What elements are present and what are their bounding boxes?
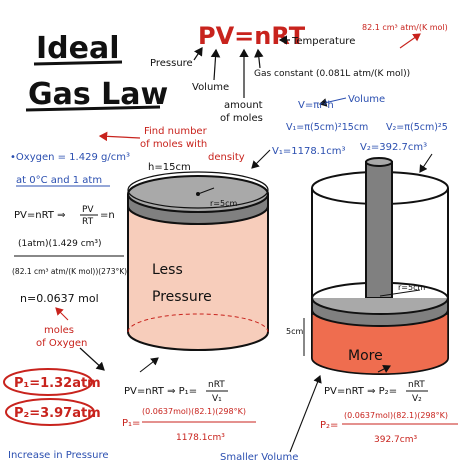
arrow-pressure (193, 47, 203, 61)
find-moles-note: Find number of moles with density (98, 126, 245, 163)
v1-eq: V₁=π(5cm)²15cm (286, 122, 368, 133)
cyl-left-center (196, 192, 200, 196)
answer-p1-outline (3, 368, 93, 396)
p1-frac-den: V₁ (212, 394, 222, 404)
p2-frac-num: nRT (408, 380, 425, 390)
answer-p1: P₁=1.32atm (14, 376, 101, 391)
cyl-left-body (127, 197, 269, 351)
p1-sub-den: 1178.1cm³ (176, 433, 225, 443)
label-temperature-red: 82.1 cm³ atm/(K mol) (362, 23, 448, 32)
smaller-volume: Smaller Volume (220, 452, 298, 463)
volume-block: Volume V=πr²h V₁=π(5cm)²15cm V₂=π(5cm)²5… (251, 94, 448, 173)
arrow-moles-note (55, 307, 69, 321)
label-amount-1: amount (224, 100, 263, 111)
answer-p2-outline (5, 398, 95, 426)
moles-eq1-den: RT (82, 217, 94, 227)
p1-sub-num: (0.0637mol)(82.1)(298°K) (142, 407, 246, 416)
equation-main: PV=nRT (198, 22, 306, 50)
arrow-volume-label (318, 97, 347, 107)
arrow-find-moles (98, 131, 141, 142)
moles-note-2: of Oxygen (36, 338, 87, 349)
answer-p2: P₂=3.97atm (14, 406, 101, 421)
arrow-to-p2 (377, 365, 391, 373)
cyl-left-label-2: Pressure (152, 289, 212, 305)
moles-eq1-tail: =n (100, 210, 115, 221)
moles-eq1-num: PV (82, 205, 94, 215)
find-moles-line2: of moles with (140, 139, 207, 150)
title-underline-1 (33, 60, 123, 66)
p2-eq: PV=nRT ⇒ P₂= (324, 386, 397, 397)
p1-eq: PV=nRT ⇒ P₁= (124, 386, 197, 397)
label-pressure: Pressure (150, 58, 193, 69)
v-formula: V=πr²h (298, 100, 334, 111)
cyl-right-radius: r=5cm (398, 283, 425, 292)
arrow-temperature-red (399, 33, 421, 49)
p1-calculation: PV=nRT ⇒ P₁= nRT V₁ (0.0637mol)(82.1)(29… (122, 357, 256, 443)
title-line1: Ideal (36, 31, 120, 66)
label-temperature: Temperature (291, 36, 355, 47)
v2-result: V₂=392.7cm³ (360, 142, 427, 153)
title-underline-2 (25, 105, 161, 112)
label-volume: Volume (192, 82, 229, 93)
find-moles-line3: density (208, 152, 245, 163)
cyl-right-height: 5cm (286, 327, 303, 336)
arrow-volume (210, 48, 221, 81)
p1-frac-num: nRT (208, 380, 225, 390)
title: Ideal Gas Law (25, 31, 168, 112)
cyl-right-radius-line (379, 289, 421, 297)
arrow-gas-constant (254, 48, 264, 69)
p2-calculation: PV=nRT ⇒ P₂= nRT V₂ (0.0637mol)(82.1)(29… (320, 365, 458, 445)
moles-eq1: PV=nRT ⇒ (14, 210, 65, 221)
cyl-right-label: More (348, 348, 383, 364)
cyl-left-outline-top (127, 171, 269, 209)
arrow-to-answers (79, 347, 105, 371)
arrow-v2 (419, 153, 433, 173)
cyl-right-gas (311, 313, 449, 375)
arrow-to-p1 (139, 357, 159, 373)
smaller-volume-note: Smaller Volume (220, 374, 322, 463)
equation-area: PV=nRT Pressure Volume amount of moles G… (150, 22, 448, 124)
increase-pressure: Increase in Pressure (8, 450, 109, 461)
p1-sub-p: P₁= (122, 418, 140, 429)
cyl-right-piston-top-back (311, 282, 449, 299)
p2-sub-num: (0.0637mol)(82.1)(298°K) (344, 411, 448, 420)
p2-sub-den: 392.7cm³ (374, 435, 417, 445)
cyl-right-rod-top (365, 157, 393, 167)
moles-calculation: PV=nRT ⇒ PV RT =n (1atm)(1.429 cm³) (82.… (12, 205, 127, 371)
cylinder-right: r=5cm 5cm More (286, 157, 449, 375)
label-gas-constant: Gas constant (0.081L atm/(K mol)) (254, 69, 410, 79)
v1-result: V₁=1178.1cm³ (272, 146, 345, 157)
label-amount-2: of moles (220, 113, 263, 124)
p2-sub-p: P₂= (320, 420, 338, 431)
moles-note-1: moles (44, 325, 74, 336)
p2-frac-den: V₂ (412, 394, 422, 404)
v2-eq: V₂=π(5cm)²5 (386, 122, 448, 133)
moles-eq3: (82.1 cm³ atm/(K mol))(273°K) (12, 267, 127, 276)
oxygen-line1: •Oxygen = 1.429 g/cm³ (10, 152, 130, 163)
volume-label: Volume (348, 94, 385, 105)
moles-eq2: (1atm)(1.429 cm³) (18, 239, 102, 249)
arrow-v1 (251, 149, 271, 169)
cylinder-left: h=15cm r=5cm Less Pressure (127, 162, 269, 351)
cyl-left-height: h=15cm (148, 162, 191, 173)
answers: P₁=1.32atm P₂=3.97atm Increase in Pressu… (3, 368, 109, 461)
arrow-smaller-volume (289, 374, 322, 453)
cyl-right-rod (365, 161, 393, 299)
cyl-right-piston-top-front (311, 297, 449, 315)
cyl-left-radius: r=5cm (210, 199, 237, 208)
oxygen-density: •Oxygen = 1.429 g/cm³ at 0°C and 1 atm (10, 152, 130, 187)
moles-result: n=0.0637 mol (20, 292, 99, 305)
oxygen-line2: at 0°C and 1 atm (16, 175, 102, 186)
cyl-left-radius-line (197, 187, 215, 195)
cyl-left-label-1: Less (152, 262, 183, 278)
find-moles-line1: Find number (144, 126, 208, 137)
